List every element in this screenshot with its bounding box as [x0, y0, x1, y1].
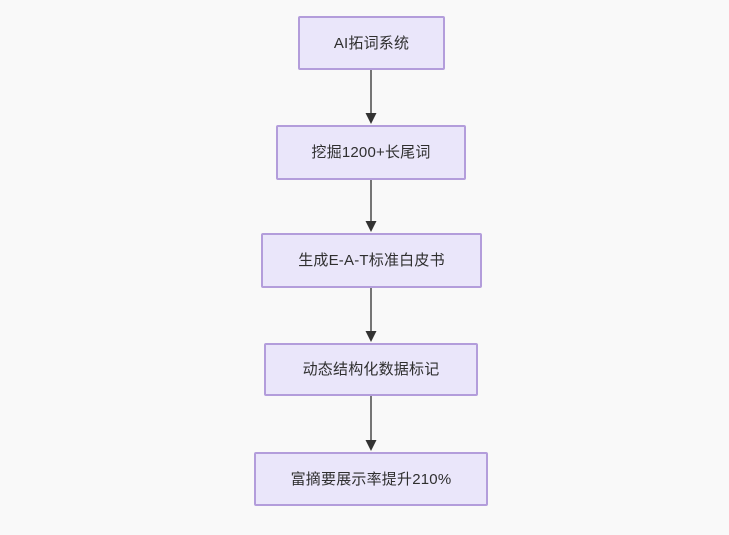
flowchart-node-mine-longtail-keywords[interactable]: 挖掘1200+长尾词: [276, 125, 466, 180]
flowchart-node-dynamic-structured-data-markup[interactable]: 动态结构化数据标记: [264, 343, 478, 396]
edge-n1-n2: [365, 70, 377, 124]
edge-n3-n4: [365, 288, 377, 342]
flowchart-node-generate-eat-whitepaper[interactable]: 生成E-A-T标准白皮书: [261, 233, 482, 288]
edge-n4-n5: [365, 396, 377, 451]
flowchart-node-ai-keyword-system[interactable]: AI拓词系统: [298, 16, 445, 70]
node-label: AI拓词系统: [333, 34, 410, 52]
node-label: 动态结构化数据标记: [302, 361, 440, 378]
node-label: 生成E-A-T标准白皮书: [298, 252, 445, 269]
node-label: 富摘要展示率提升210%: [290, 470, 452, 488]
node-label: 挖掘1200+长尾词: [311, 144, 431, 161]
edge-n2-n3: [365, 180, 377, 232]
flowchart-node-rich-snippet-impression-uplift[interactable]: 富摘要展示率提升210%: [254, 452, 488, 506]
